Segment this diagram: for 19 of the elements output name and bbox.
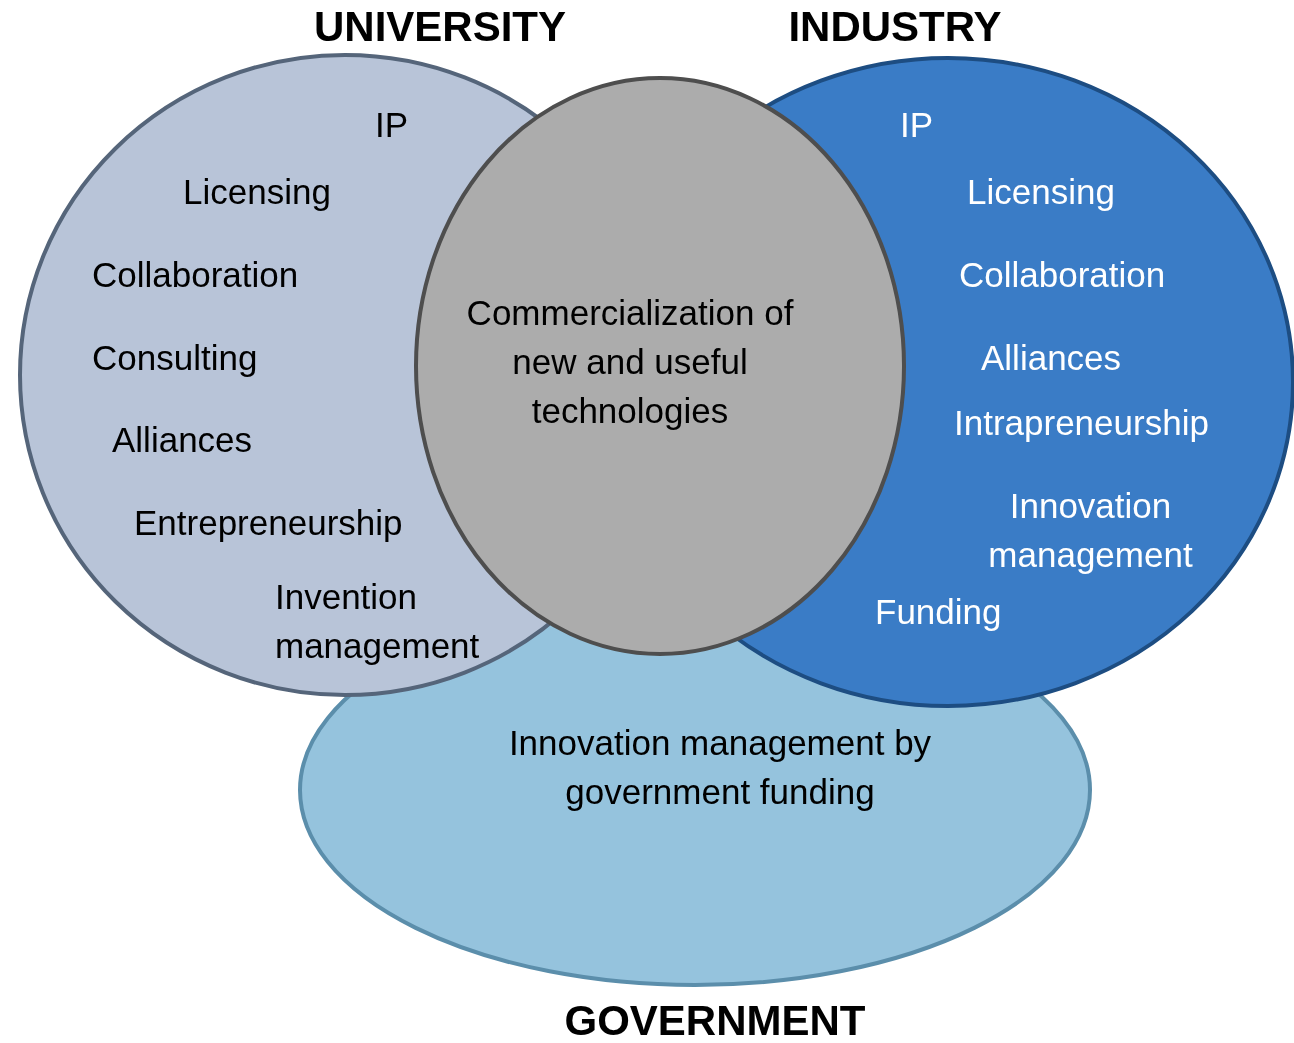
set-label: IP [900, 104, 934, 146]
set-label: Innovation management [987, 485, 1194, 576]
set-label: Entrepreneurship [134, 502, 403, 544]
set-label: Licensing [967, 171, 1115, 213]
set-label: Innovation management by government funding [507, 722, 933, 813]
set-label: Collaboration [92, 254, 299, 296]
set-label: Collaboration [959, 254, 1166, 296]
set-heading: GOVERNMENT [563, 998, 867, 1043]
set-label: Alliances [112, 419, 253, 461]
set-label: Alliances [981, 337, 1122, 379]
set-label: Intrapreneurship [954, 402, 1209, 444]
set-label: Commercialization of new and useful technologies [465, 292, 795, 432]
set-heading: INDUSTRY [787, 4, 1003, 50]
set-heading: UNIVERSITY [312, 4, 567, 50]
set-label: Funding [875, 591, 1002, 633]
set-label: Consulting [92, 337, 258, 379]
set-label: Invention management [275, 576, 481, 667]
set-label: Licensing [183, 171, 331, 213]
set-label: IP [375, 104, 409, 146]
